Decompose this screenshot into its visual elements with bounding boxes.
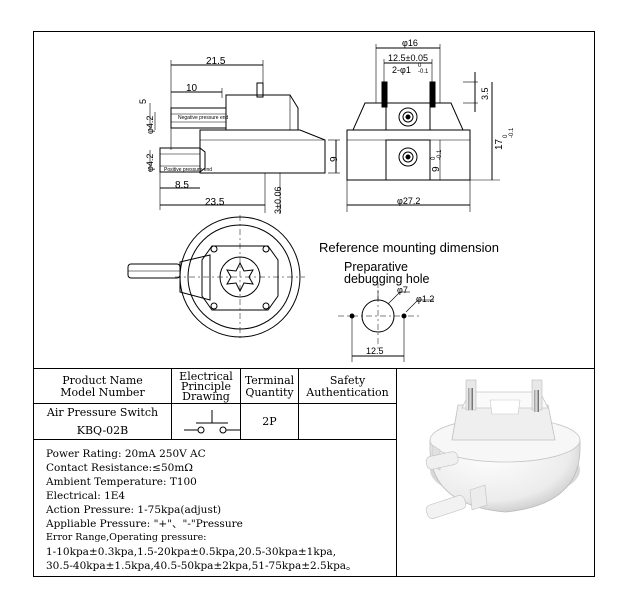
- dim-overall-width: 21.5: [206, 56, 226, 67]
- terminal-value: 2P: [262, 415, 277, 428]
- frame-and-table-lines: [33, 31, 595, 577]
- header-safety: Safety: [329, 374, 366, 387]
- debug-label-line1: Preparative: [344, 260, 408, 274]
- spec-appliable-pressure: Appliable Pressure: "+"、"-"Pressure: [46, 518, 243, 530]
- dim-thickness: 3±0.06: [273, 186, 283, 214]
- spec-error-range-line2: 30.5-40kpa±1.5kpa,40.5-50kpa±2kpa,51-75k…: [46, 560, 357, 572]
- spec-error-range-line1: 1-10kpa±0.3kpa,1.5-20kpa±0.5kpa,20.5-30k…: [46, 546, 337, 558]
- spec-ambient-temperature: Ambient Temperature: T100: [46, 476, 197, 488]
- dim-pin-tol-upper: 0: [418, 63, 422, 69]
- front-view: [346, 44, 500, 212]
- mount-dim-spacing: 12.5: [366, 346, 384, 356]
- dim-total-height-lower: -0.1: [509, 127, 515, 138]
- dim-pin-tol: 2-φ1: [392, 65, 411, 75]
- header-model-number: Model Number: [60, 386, 145, 399]
- dim-pin-tol-lower: -0.1: [418, 69, 429, 75]
- model-number-value: KBQ-02B: [76, 424, 129, 437]
- product-name-value: Air Pressure Switch: [46, 406, 159, 419]
- header-authentication: Authentication: [306, 386, 389, 399]
- product-illustration: [425, 379, 581, 519]
- dim-base-dia: φ27.2: [397, 196, 421, 206]
- debug-label-line2: debugging hole: [344, 272, 430, 286]
- label-positive-end: Positive pressure end: [164, 167, 213, 173]
- spec-contact-resistance: Contact Resistance:≤50mΩ: [46, 462, 193, 474]
- header-product-name: Product Name: [62, 374, 143, 387]
- dim-tube-offset: 10: [186, 83, 198, 94]
- dim-pin-spacing: 12.5±0.05: [388, 53, 428, 63]
- spec-electrical: Electrical: 1E4: [46, 490, 126, 502]
- label-negative-end: Negative pressure end: [178, 115, 229, 121]
- dim-mid-height-lower: -0.1: [437, 149, 443, 160]
- header-quantity: Quantity: [245, 386, 294, 399]
- spec-power-rating: Power Rating: 20mA 250V AC: [46, 448, 206, 460]
- spec-action-pressure: Action Pressure: 1-75kpa(adjust): [46, 504, 222, 516]
- reference-title: Reference mounting dimension: [319, 240, 499, 255]
- dim-pin-height: 3.5: [480, 87, 490, 100]
- switch-symbol-icon: [184, 410, 240, 434]
- dim-tube-length: 8.5: [175, 180, 189, 191]
- dim-mid-height: 9: [431, 166, 442, 172]
- header-terminal: Terminal: [244, 374, 295, 387]
- mount-dim-hole: φ7: [397, 285, 408, 295]
- dim-base-height: 9: [329, 156, 340, 162]
- dim-top-width: φ16: [402, 38, 418, 48]
- dim-tube-dia-bottom: φ4.2: [145, 153, 155, 172]
- mounting-view: [338, 282, 434, 362]
- spec-error-range-title: Error Range,Operating pressure:: [46, 532, 207, 543]
- dim-height-5: 5: [138, 98, 148, 104]
- dim-base-width: 23.5: [205, 197, 225, 208]
- dim-tube-dia-top: φ4.2: [145, 115, 155, 134]
- header-drawing: Drawing: [182, 390, 230, 403]
- side-view: [149, 60, 340, 214]
- top-view: [127, 215, 305, 340]
- header-principle: Principle: [180, 380, 231, 393]
- header-electrical: Electrical: [179, 370, 233, 383]
- dim-total-height: 17: [494, 138, 505, 150]
- mount-dim-pin: φ1.2: [416, 294, 435, 304]
